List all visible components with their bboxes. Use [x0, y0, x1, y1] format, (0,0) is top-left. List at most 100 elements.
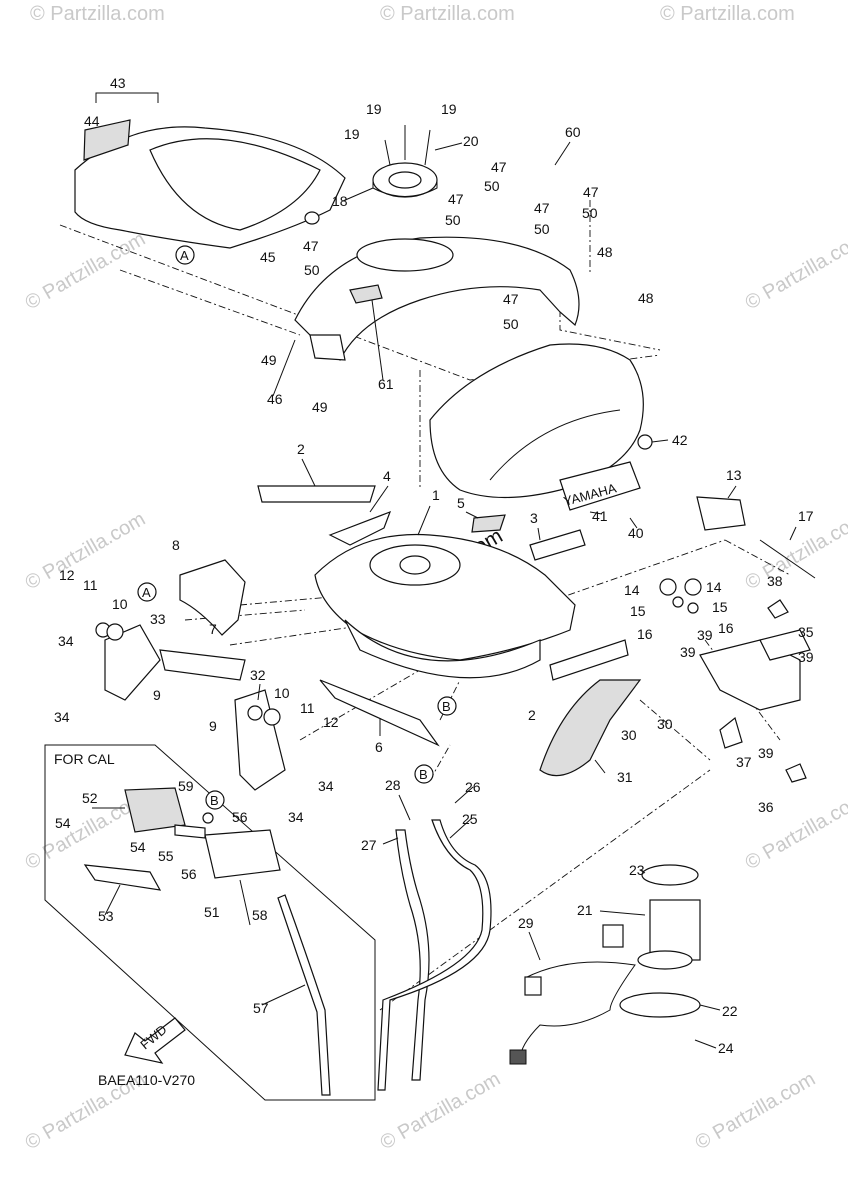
callout: 1 [432, 487, 440, 503]
fuel-cap [372, 125, 438, 198]
callout: 18 [332, 193, 348, 209]
callout: 47 [583, 184, 599, 200]
callout: 2 [297, 441, 305, 457]
callout: 53 [98, 908, 114, 924]
callout: 12 [323, 714, 339, 730]
tank-shroud: YAMAHA [429, 343, 653, 511]
callout: 22 [722, 1003, 738, 1019]
callout: 11 [83, 577, 98, 593]
callout: 42 [672, 432, 688, 448]
left-brackets [95, 559, 286, 791]
callout: 47 [503, 291, 519, 307]
callout: 34 [318, 778, 334, 794]
callout: 4 [383, 468, 391, 484]
ref-marker-b: B [210, 793, 219, 808]
tank-pads [257, 485, 629, 747]
callout: 34 [288, 809, 304, 825]
callout: 28 [385, 777, 401, 793]
callout: 19 [441, 101, 457, 117]
callout: 50 [484, 178, 500, 194]
callout: 34 [54, 709, 70, 725]
leader-lines [92, 92, 797, 1049]
callout: 15 [712, 599, 728, 615]
callout: 50 [534, 221, 550, 237]
callout: 15 [630, 603, 646, 619]
callout: 39 [680, 644, 696, 660]
callout: 30 [621, 727, 637, 743]
callout: 10 [274, 685, 290, 701]
callout: 10 [112, 596, 128, 612]
callout: 56 [181, 866, 197, 882]
watermark: © Partzilla.com [380, 3, 515, 25]
callout: 7 [209, 621, 217, 637]
diagram-code: BAEA110-V270 [98, 1072, 195, 1088]
fuel-pump [509, 864, 701, 1065]
callout: 2 [528, 707, 536, 723]
callout: 23 [629, 862, 645, 878]
right-brackets [659, 496, 816, 783]
callout: 56 [232, 809, 248, 825]
callout: 60 [565, 124, 581, 140]
watermark: © Partzilla.com [660, 3, 795, 25]
watermark: © Partzilla.com [377, 1068, 505, 1154]
callout: 48 [638, 290, 654, 306]
callout: 48 [597, 244, 613, 260]
callout: 36 [758, 799, 774, 815]
hoses [377, 819, 492, 1091]
callout: 47 [534, 200, 550, 216]
callout: 9 [153, 687, 161, 703]
callout: 19 [366, 101, 382, 117]
watermark: © Partzilla.com [742, 228, 848, 314]
callout: 5 [457, 495, 465, 511]
callout: 8 [172, 537, 180, 553]
heat-shield [539, 679, 642, 777]
callout: 47 [491, 159, 507, 175]
callout: 58 [252, 907, 268, 923]
callout: 32 [250, 667, 266, 683]
callout: 49 [312, 399, 328, 415]
callout: 50 [503, 316, 519, 332]
callout: 9 [209, 718, 217, 734]
callout: 39 [798, 649, 814, 665]
callout: 54 [130, 839, 146, 855]
callout: 39 [697, 627, 713, 643]
callout: 6 [375, 739, 383, 755]
callout: 24 [718, 1040, 734, 1056]
callout: 50 [582, 205, 598, 221]
callout: 41 [592, 508, 608, 524]
watermark: © Partzilla.com [22, 228, 150, 314]
ref-markers: A A B B B [137, 245, 457, 810]
callout: 13 [726, 467, 742, 483]
callout: 47 [448, 191, 464, 207]
callout: 50 [304, 262, 320, 278]
callout: 61 [378, 376, 394, 392]
callout: 30 [657, 716, 673, 732]
seat-assembly [74, 119, 346, 249]
ref-marker-b: B [442, 699, 451, 714]
callout: 54 [55, 815, 71, 831]
callout: 16 [718, 620, 734, 636]
callout: 39 [758, 745, 774, 761]
callout: 20 [463, 133, 479, 149]
ref-marker-b: B [419, 767, 428, 782]
ref-marker-a: A [180, 248, 189, 263]
callout: 46 [267, 391, 283, 407]
watermark: © Partzilla.com [742, 508, 848, 594]
cal-box-title: FOR CAL [54, 751, 115, 767]
fuel-tank [314, 533, 576, 679]
callout: 38 [767, 573, 783, 589]
callout: 34 [58, 633, 74, 649]
fwd-arrow: FWD [124, 1017, 186, 1064]
callout: 37 [736, 754, 752, 770]
callout: 12 [59, 567, 75, 583]
callout: 11 [300, 700, 315, 716]
callout: 50 [445, 212, 461, 228]
callout: 16 [637, 626, 653, 642]
callout: 14 [706, 579, 722, 595]
callout: 17 [798, 508, 814, 524]
callout: 31 [617, 769, 633, 785]
callout: 14 [624, 582, 640, 598]
cal-box: FOR CAL [44, 744, 376, 1101]
callout: 44 [84, 113, 100, 129]
